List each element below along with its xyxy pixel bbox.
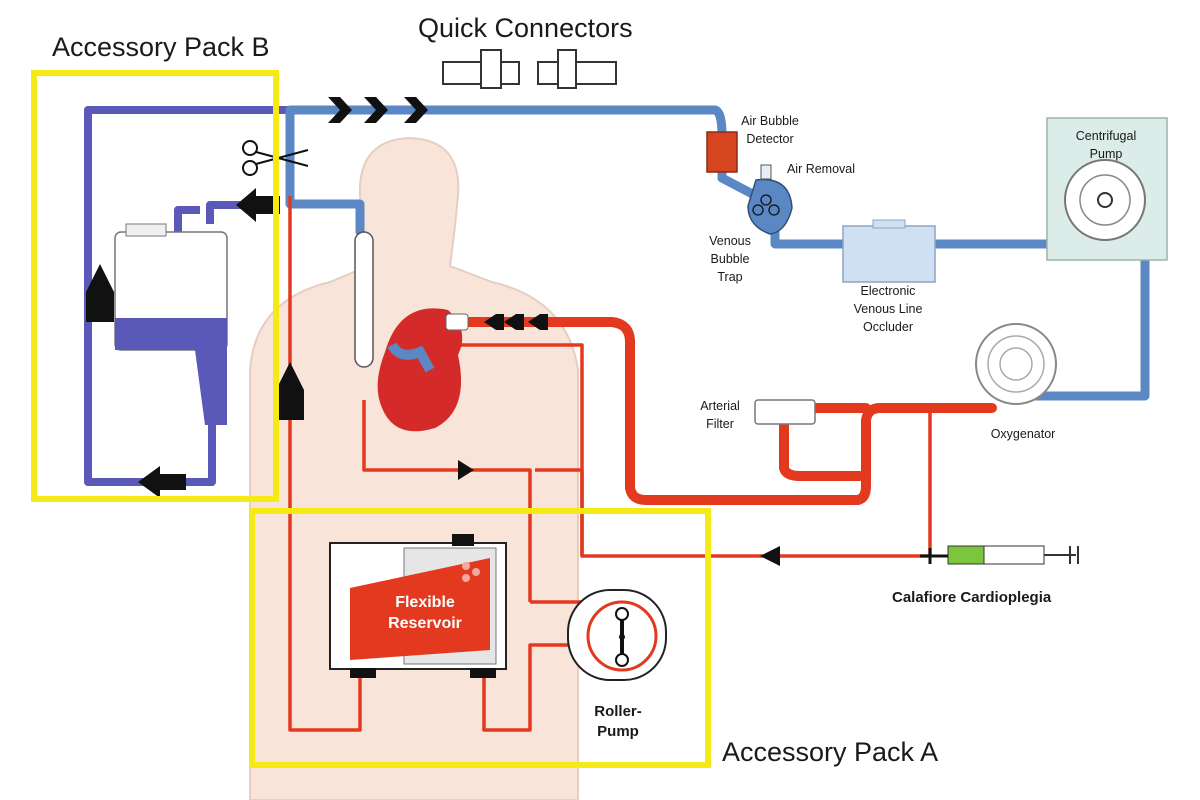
oxygenator-label: Oxygenator bbox=[990, 427, 1056, 441]
accessory-pack-b-label: Accessory Pack B bbox=[52, 32, 270, 62]
accessory-pack-a-box bbox=[249, 508, 711, 768]
roller-pump-device bbox=[567, 589, 667, 681]
venous-bubble-trap-device bbox=[747, 164, 793, 235]
quick-connectors-illustration bbox=[442, 49, 617, 89]
flexible-reservoir-device bbox=[329, 534, 507, 678]
air-removal-label: Air Removal bbox=[786, 162, 856, 176]
accessory-pack-b-box bbox=[31, 70, 279, 502]
venous-cannula bbox=[354, 231, 374, 368]
arterial-filter-device bbox=[754, 399, 816, 425]
calafiore-cardioplegia-label: Calafiore Cardioplegia bbox=[892, 589, 1052, 606]
oxygenator-device bbox=[975, 323, 1057, 405]
cardioplegia-line bbox=[288, 196, 932, 732]
syringe-device bbox=[920, 545, 1079, 565]
flow-arrows bbox=[86, 97, 780, 566]
centrifugal-pump-device bbox=[1046, 117, 1168, 261]
accessory-pack-a-label: Accessory Pack A bbox=[722, 737, 939, 767]
air-bubble-detector-device bbox=[706, 131, 738, 173]
roller-pump-label: Roller-Pump bbox=[594, 703, 642, 740]
arterial-line bbox=[455, 317, 997, 505]
venous-line-occluder-device bbox=[842, 219, 936, 283]
scissors-icon bbox=[242, 140, 309, 176]
heart-illustration bbox=[377, 308, 469, 432]
quick-connectors-label: Quick Connectors bbox=[418, 13, 633, 43]
hardshell-reservoir bbox=[114, 223, 228, 425]
